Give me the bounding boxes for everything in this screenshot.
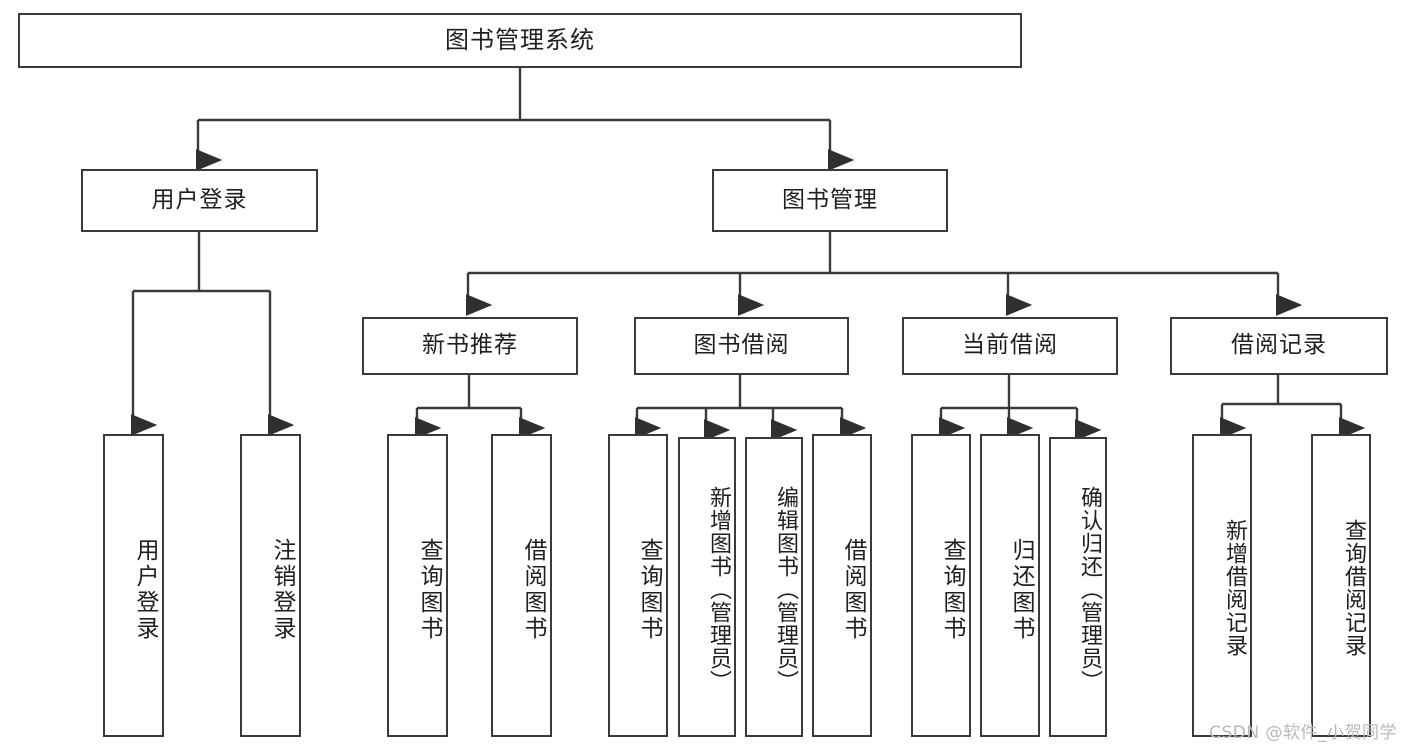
leaf-query-books-borrow[interactable]: 查询图书	[608, 434, 668, 737]
node-label: 图书管理系统	[445, 26, 595, 55]
leaf-query-books-recommend[interactable]: 查询图书	[387, 434, 448, 737]
node-label: 查询图书	[636, 537, 662, 642]
node-label: 新增借阅记录	[1222, 518, 1247, 657]
leaf-confirm-return-admin[interactable]: 确认归还（管理员）	[1049, 437, 1107, 737]
node-label: 查询图书	[416, 537, 442, 642]
node-label: 确认归还（管理员）	[1077, 485, 1102, 693]
node-label: 借阅记录	[1231, 332, 1327, 359]
node-label: 借阅图书	[520, 537, 546, 642]
node-label: 编辑图书（管理员）	[773, 485, 798, 693]
node-book-borrowing[interactable]: 图书借阅	[634, 317, 849, 375]
leaf-add-borrow-record[interactable]: 新增借阅记录	[1192, 434, 1252, 737]
leaf-borrow-books-recommend[interactable]: 借阅图书	[491, 434, 552, 737]
node-label: 查询借阅记录	[1341, 518, 1366, 657]
node-current-borrowing[interactable]: 当前借阅	[902, 317, 1118, 375]
leaf-edit-book-admin[interactable]: 编辑图书（管理员）	[745, 437, 803, 737]
csdn-watermark: CSDN @软件_小贺同学	[1209, 723, 1397, 743]
node-label: 当前借阅	[962, 332, 1058, 359]
node-label: 图书管理	[782, 186, 878, 213]
leaf-query-borrow-record[interactable]: 查询借阅记录	[1311, 434, 1371, 737]
node-root-book-management-system[interactable]: 图书管理系统	[18, 13, 1022, 68]
node-label: 图书借阅	[693, 332, 790, 359]
node-label: 借阅图书	[840, 537, 866, 642]
node-user-login[interactable]: 用户登录	[81, 169, 318, 232]
node-label: 查询图书	[939, 537, 965, 642]
leaf-user-login[interactable]: 用户登录	[103, 434, 164, 737]
node-label: 归还图书	[1008, 537, 1034, 642]
node-label: 新书推荐	[422, 332, 518, 359]
node-label: 注销登录	[269, 537, 295, 642]
node-label: 用户登录	[132, 537, 158, 642]
node-book-management[interactable]: 图书管理	[712, 169, 948, 232]
node-borrow-records[interactable]: 借阅记录	[1170, 317, 1388, 375]
leaf-borrow-books[interactable]: 借阅图书	[812, 434, 872, 737]
leaf-return-books[interactable]: 归还图书	[980, 434, 1040, 737]
leaf-add-book-admin[interactable]: 新增图书（管理员）	[678, 437, 736, 737]
node-new-book-recommendation[interactable]: 新书推荐	[362, 317, 578, 375]
leaf-query-books-current[interactable]: 查询图书	[911, 434, 971, 737]
node-label: 用户登录	[151, 186, 248, 213]
node-label: 新增图书（管理员）	[706, 485, 731, 693]
leaf-logout[interactable]: 注销登录	[240, 434, 301, 737]
